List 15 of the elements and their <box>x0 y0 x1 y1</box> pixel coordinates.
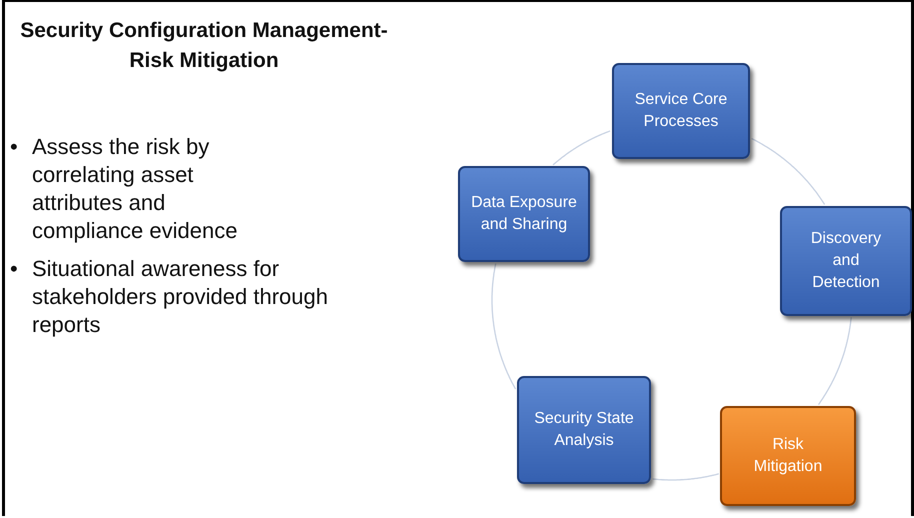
highlighted-process-box: Risk Mitigation <box>720 406 856 506</box>
bullet-text: Situational awareness for stakeholders provided through reports <box>32 255 329 339</box>
bullet-marker: • <box>10 133 19 161</box>
process-box: Data Exposure and Sharing <box>458 166 590 262</box>
cycle-connector <box>751 138 826 205</box>
bullet-marker: • <box>10 255 19 283</box>
process-box: Service Core Processes <box>612 63 750 159</box>
process-box: Security State Analysis <box>517 376 651 484</box>
cycle-connector <box>818 317 852 405</box>
slide-title: Security Configuration Management- Risk Mitigation <box>19 18 389 74</box>
cycle-connector <box>491 263 516 390</box>
process-box: Discovery and Detection <box>780 206 912 316</box>
bullet-text: Assess the risk by correlating asset attributes and compliance evidence <box>32 133 238 245</box>
cycle-connector <box>552 130 610 166</box>
cycle-connector <box>652 473 719 481</box>
